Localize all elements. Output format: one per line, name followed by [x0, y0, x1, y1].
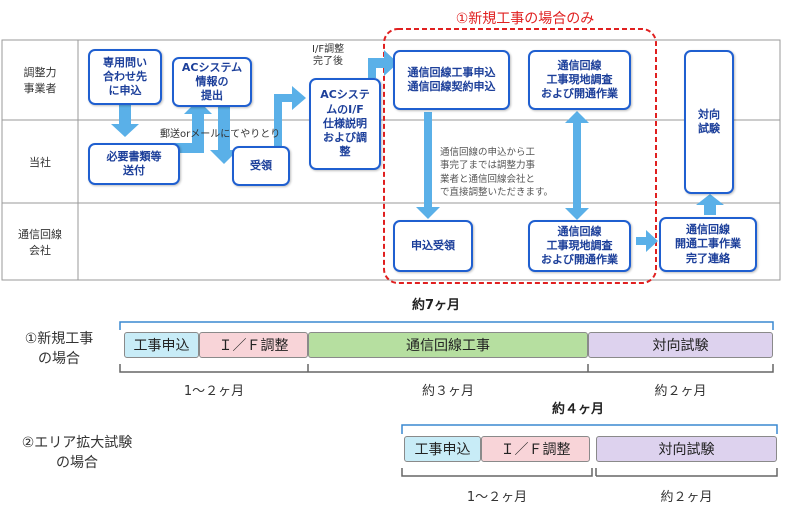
direct-adjust-note: 通信回線の申込から工 事完了までは調整力事 業者と通信回線会社と で直接調整いた… — [440, 147, 554, 198]
lane-label-balancing-provider: 調整力 事業者 — [23, 66, 57, 95]
timeline2-seg-apply: 工事申込 — [404, 436, 481, 462]
receipt-text: 受領 — [250, 158, 272, 172]
arrow-survey-to-completion — [636, 230, 658, 252]
completion-box: 通信回線 開通工事作業 完了連絡 — [659, 217, 757, 272]
if-explain-box: ACシステ ムのI/F 仕様説明 および調 整 — [309, 78, 381, 170]
timeline1-total: 約7ヶ月 — [412, 298, 461, 313]
arrow-inquiry-to-documents — [111, 105, 139, 137]
mail-exchange-note: 郵送orメールにてやりとり — [160, 129, 281, 140]
arrow-completion-to-test — [696, 194, 724, 215]
inquiry-box: 専用問い 合わせ先 に申込 — [88, 49, 162, 105]
duration-bracket-2 — [401, 468, 778, 477]
flow-arrows — [111, 50, 724, 252]
apply-receipt-box: 申込受領 — [393, 220, 473, 272]
timeline1-seg-test: 対向試験 — [588, 332, 773, 358]
swimlane-grid — [1, 39, 781, 281]
duration-bracket-1 — [119, 364, 774, 373]
highlight-label: ①新規工事の場合のみ — [455, 11, 595, 27]
line-apply-box: 通信回線工事申込 通信回線契約申込 — [393, 50, 510, 110]
timeline1-seg-if: Ｉ／Ｆ調整 — [199, 332, 308, 358]
documents-box: 必要書類等 送付 — [88, 143, 180, 185]
timeline1-duration-2: 約３ヶ月 — [421, 384, 474, 399]
survey-bottom-text: 通信回線 工事現地調査 および開通作業 — [541, 224, 618, 267]
timeline-brackets — [119, 321, 778, 477]
lane-label-our-company: 当社 — [29, 156, 51, 169]
survey-bottom-box: 通信回線 工事現地調査 および開通作業 — [528, 220, 631, 272]
arrow-receipt-to-if — [262, 86, 306, 146]
new-construction-only-region — [383, 28, 657, 284]
ac-info-text: ACシステム 情報の 提出 — [181, 60, 243, 103]
timeline1-label: ①新規工事 の場合 — [24, 331, 94, 367]
timeline1-seg-apply: 工事申込 — [124, 332, 199, 358]
timeline2-duration-2: 約２ヶ月 — [660, 490, 713, 505]
timeline2-label: ②エリア拡大試験 の場合 — [21, 435, 133, 471]
timeline2-duration-1: 1～２ヶ月 — [466, 490, 528, 505]
arrow-acinfo-to-receipt — [210, 100, 238, 164]
arrow-survey-bidirectional — [565, 111, 589, 220]
arrow-documents-to-acinfo — [172, 100, 212, 153]
total-bracket-1 — [119, 321, 774, 330]
timeline2-seg-test: 対向試験 — [596, 436, 777, 462]
timeline2-total: 約４ヶ月 — [552, 402, 605, 417]
ac-info-box: ACシステム 情報の 提出 — [172, 57, 252, 107]
total-bracket-2 — [401, 424, 778, 434]
completion-text: 通信回線 開通工事作業 完了連絡 — [675, 223, 741, 265]
receipt-box: 受領 — [232, 146, 290, 186]
apply-receipt-text: 申込受領 — [411, 238, 455, 252]
documents-text: 必要書類等 送付 — [106, 149, 162, 177]
timeline2-seg-if: Ｉ／Ｆ調整 — [481, 436, 590, 462]
timeline1-duration-1: 1～２ヶ月 — [183, 384, 245, 399]
survey-top-box: 通信回線 工事現地調査 および開通作業 — [528, 50, 631, 110]
line-apply-text: 通信回線工事申込 通信回線契約申込 — [407, 65, 496, 93]
inquiry-text: 専用問い 合わせ先 に申込 — [103, 55, 147, 98]
arrow-lineapply-to-receipt — [416, 112, 440, 219]
if-done-note: I/F調整 完了後 — [312, 44, 345, 67]
facing-test-box: 対向 試験 — [684, 50, 734, 194]
survey-top-text: 通信回線 工事現地調査 および開通作業 — [541, 58, 618, 101]
facing-test-text: 対向 試験 — [698, 107, 720, 135]
timeline1-seg-line: 通信回線工事 — [308, 332, 588, 358]
lane-label-telecom-company: 通信回線 会社 — [18, 228, 62, 257]
if-explain-text: ACシステ ムのI/F 仕様説明 および調 整 — [320, 88, 370, 159]
arrow-if-to-lineapply — [356, 50, 398, 78]
timeline1-duration-3: 約２ヶ月 — [654, 384, 707, 399]
